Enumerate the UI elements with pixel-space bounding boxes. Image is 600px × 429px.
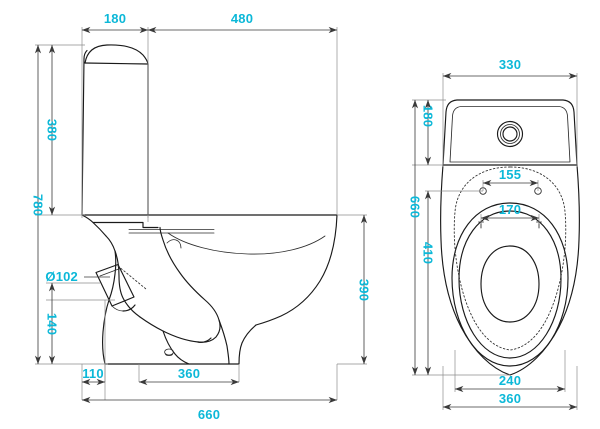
outlet-spigot-body bbox=[95, 263, 135, 307]
dim-total-depth: 660 bbox=[408, 196, 423, 218]
trap-bottom-profile bbox=[139, 316, 199, 343]
cistern-lid-seam bbox=[84, 62, 149, 65]
side-extension-lines bbox=[35, 27, 367, 400]
trap-rear-profile bbox=[105, 235, 141, 318]
dim-total-length: 660 bbox=[198, 407, 220, 422]
bowl-rear-step bbox=[92, 221, 159, 229]
rim-inlet-notch bbox=[166, 239, 182, 249]
trap-throat-profile bbox=[159, 226, 221, 343]
plan-view-geometry bbox=[440, 99, 580, 376]
pedestal-inner-left bbox=[162, 330, 190, 365]
cistern-plan-outline bbox=[442, 99, 578, 166]
dim-cistern-height: 380 bbox=[45, 119, 60, 141]
outlet-spigot-lower-edge bbox=[111, 305, 124, 312]
bowl-rear-upper-profile bbox=[81, 214, 107, 237]
bowl-plan-right-outline bbox=[509, 164, 580, 376]
dim-foot-width: 240 bbox=[499, 373, 521, 388]
dim-seat-hinge-spacing: 170 bbox=[499, 202, 521, 217]
bowl-opening-outline bbox=[480, 245, 540, 323]
cistern-left-top-round bbox=[83, 49, 88, 60]
dim-bolt-hole-spacing: 155 bbox=[499, 167, 521, 182]
plan-extension-lines bbox=[412, 73, 578, 410]
outlet-to-body-blend bbox=[122, 304, 136, 312]
outlet-spigot-edge bbox=[99, 268, 121, 277]
dim-cistern-depth: 180 bbox=[104, 11, 126, 26]
bowl-outer-front-curve bbox=[255, 214, 338, 326]
dim-foot-length: 360 bbox=[178, 366, 200, 381]
pedestal-inner-right bbox=[218, 319, 230, 365]
dim-outlet-offset: 110 bbox=[82, 366, 104, 381]
flush-button-inner bbox=[502, 126, 518, 142]
cistern-plan-lid-inner bbox=[449, 106, 571, 163]
base-drain-eye bbox=[164, 348, 174, 356]
bowl-plan-left-outline bbox=[440, 164, 511, 376]
plan-dimension-lines bbox=[411, 72, 578, 411]
dim-outlet-diameter: Ø102 bbox=[45, 269, 78, 284]
flush-button-outer-ring bbox=[496, 120, 524, 148]
base-drain-eye-shadow bbox=[165, 354, 173, 357]
dim-cistern-plan-depth: 180 bbox=[421, 105, 436, 127]
flush-button-mid-ring bbox=[500, 124, 520, 144]
dim-bowl-width: 360 bbox=[499, 391, 521, 406]
dim-bowl-projection: 480 bbox=[231, 11, 253, 26]
dim-cistern-width: 330 bbox=[499, 57, 521, 72]
outlet-centreline-hidden bbox=[117, 265, 147, 290]
dim-bowl-depth: 410 bbox=[421, 242, 436, 264]
bowl-inner-rim-curve bbox=[167, 232, 326, 255]
trap-tip-arc bbox=[197, 337, 212, 343]
cistern-lid-curve bbox=[84, 44, 149, 65]
dim-outlet-centre-height: 140 bbox=[45, 313, 60, 335]
side-elevation-geometry bbox=[81, 44, 338, 365]
seat-outer-outline bbox=[451, 202, 569, 367]
seat-inner-outline bbox=[458, 210, 562, 359]
dim-bowl-rim-height: 390 bbox=[357, 279, 372, 301]
bowl-front-to-foot bbox=[238, 324, 257, 365]
side-dimension-lines bbox=[34, 26, 368, 404]
dim-total-height: 780 bbox=[31, 194, 46, 216]
